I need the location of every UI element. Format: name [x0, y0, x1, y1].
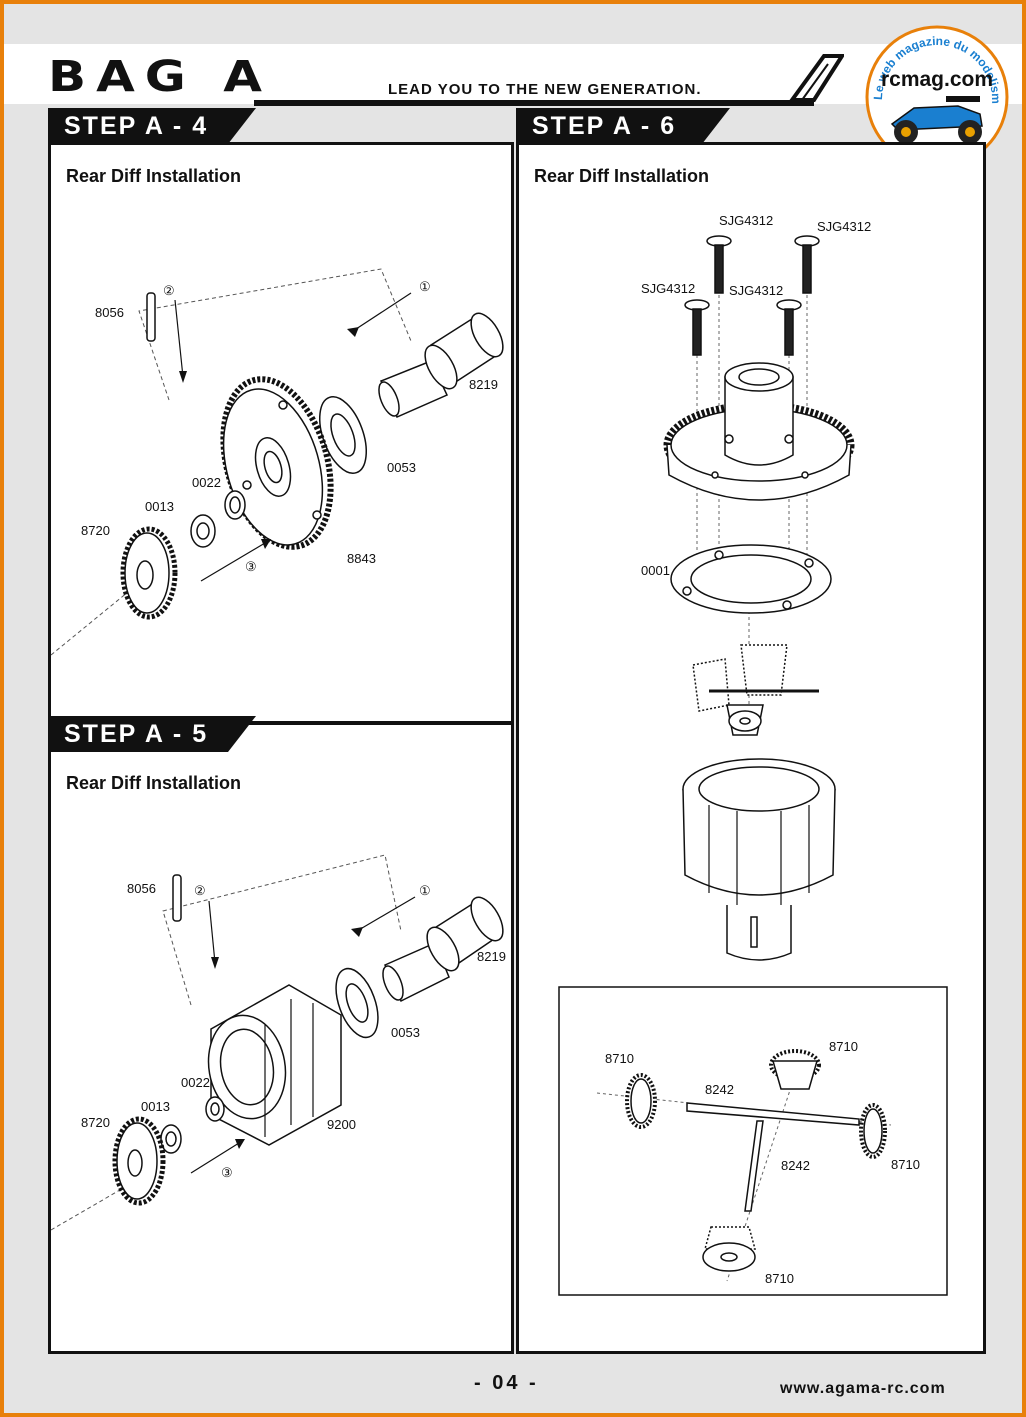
outdrive-8219-icon [382, 896, 504, 1003]
part-label: 8720 [81, 523, 110, 538]
step-a6-diagram: SJG4312 SJG4312 SJG4312 SJG4312 0001 [558, 213, 948, 1296]
agama-logo-icon [788, 54, 844, 102]
step-a5-title: Rear Diff Installation [66, 773, 242, 793]
screw-sjg4312-icon [794, 235, 820, 294]
spider-gears-icon [692, 644, 819, 736]
step-a6-tab: STEP A - 6 [516, 108, 730, 144]
part-label: ① [419, 883, 431, 898]
website-url: www.agama-rc.com [780, 1380, 946, 1397]
part-label: 8056 [95, 305, 124, 320]
shim-0013-icon [160, 1124, 182, 1154]
outdrive-8219-icon [378, 312, 504, 418]
part-label: 8720 [81, 1115, 110, 1130]
screw-sjg4312-icon [706, 235, 732, 294]
step-a4-tab: STEP A - 4 [48, 108, 256, 144]
detail-box: 8710 8710 8710 8710 8242 8242 [558, 986, 948, 1296]
part-label: 0053 [387, 460, 416, 475]
part-label: 8710 [829, 1039, 858, 1054]
part-label: 8219 [477, 949, 506, 964]
part-label: ① [419, 279, 431, 294]
part-label: 0013 [141, 1099, 170, 1114]
bevel-gear-8720-icon [120, 526, 178, 620]
part-label: 0022 [192, 475, 221, 490]
washer-0022-icon [224, 490, 246, 520]
bag-title: BAG A [48, 52, 272, 102]
bearing-0053-icon [335, 967, 379, 1039]
header-bar [4, 44, 1022, 104]
bevel-gear-8710-icon [702, 1226, 756, 1272]
step-a4-title: Rear Diff Installation [66, 166, 242, 186]
ring-gear-8843-icon [220, 376, 334, 550]
part-label: 8242 [781, 1158, 810, 1173]
step-a5-diagram: 8056 ② ① 8219 0053 [50, 854, 506, 1231]
part-label: 8056 [127, 881, 156, 896]
bearing-0053-icon [319, 396, 367, 474]
washer-0022-icon [205, 1096, 225, 1122]
diff-case-9200-icon [207, 984, 342, 1146]
pin-8056-icon [146, 292, 156, 342]
part-label: 8242 [705, 1082, 734, 1097]
part-label: SJG4312 [729, 283, 783, 298]
part-label: 8710 [891, 1157, 920, 1172]
part-label: ② [163, 283, 175, 298]
rcmag-watermark: Le web magazine du modelisme rcmag.com [862, 22, 1009, 169]
gasket-0001-icon [670, 544, 832, 614]
rcmag-brand: rcmag.com [881, 68, 993, 91]
part-label: 8843 [347, 551, 376, 566]
step-a4-diagram: 8056 ② ① 8219 0053 [50, 268, 504, 656]
header-rule [254, 100, 814, 106]
part-label: SJG4312 [719, 213, 773, 228]
part-label: SJG4312 [641, 281, 695, 296]
bevel-gear-8720-icon [112, 1116, 166, 1206]
step-a6-panel: Rear Diff Installation S [516, 142, 986, 1354]
step-a6-title: Rear Diff Installation [534, 166, 710, 186]
part-label: 8710 [605, 1051, 634, 1066]
buggy-icon [890, 96, 983, 144]
part-label: 0001 [641, 563, 670, 578]
bevel-gear-8710-icon [859, 1103, 887, 1159]
ring-gear-assembly-icon [663, 362, 855, 501]
page-number: - 04 - [474, 1372, 539, 1394]
part-label: 0013 [145, 499, 174, 514]
part-label: ③ [245, 559, 257, 574]
part-label: 9200 [327, 1117, 356, 1132]
bevel-gear-8710-icon [769, 1049, 821, 1090]
pin-8056-icon [172, 874, 182, 922]
screw-sjg4312-icon [684, 299, 710, 356]
step-a4-panel: Rear Diff Installation 8056 ② [48, 142, 514, 724]
part-label: 8219 [469, 377, 498, 392]
shim-0013-icon [190, 514, 216, 548]
part-label: SJG4312 [817, 219, 871, 234]
part-label: ② [194, 883, 206, 898]
screw-sjg4312-icon [776, 299, 802, 356]
part-label: 0053 [391, 1025, 420, 1040]
diff-case-icon [682, 758, 836, 961]
bevel-gear-8710-icon [625, 1073, 657, 1129]
cross-shaft-8242-icon [686, 1102, 860, 1212]
part-label: 8710 [765, 1271, 794, 1286]
step-a5-panel: Rear Diff Installation 8056 ② ① [48, 722, 514, 1354]
part-label: ③ [221, 1165, 233, 1180]
part-label: 0022 [181, 1075, 210, 1090]
step-a5-tab: STEP A - 5 [48, 716, 256, 752]
tagline: LEAD YOU TO THE NEW GENERATION. [388, 81, 702, 98]
